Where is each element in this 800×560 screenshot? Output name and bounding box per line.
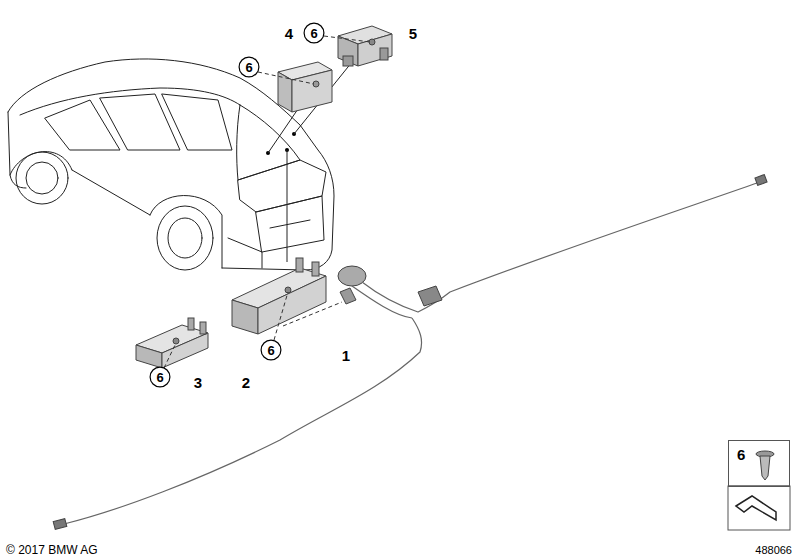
cable-clip	[418, 286, 442, 306]
module-2	[232, 258, 326, 334]
car-outline	[8, 112, 26, 188]
car-taillight	[238, 160, 326, 212]
key-box	[728, 486, 790, 530]
rear-wheel	[157, 206, 213, 270]
callout-number: 6	[737, 447, 745, 462]
footer-text: 488066	[755, 545, 792, 556]
callout-number: 6	[156, 371, 163, 384]
module-4	[278, 62, 332, 112]
leader-line	[287, 150, 288, 262]
callout-number: 6	[245, 61, 252, 74]
car-outline	[8, 59, 334, 270]
callout-circle: 6	[303, 22, 325, 44]
cable	[64, 182, 760, 524]
callout-number: 5	[409, 26, 417, 41]
screw-icon	[756, 451, 774, 480]
car-bumper	[228, 238, 262, 268]
cable-connector	[755, 175, 767, 186]
car-tailgate	[256, 196, 324, 252]
car-window	[45, 100, 120, 150]
footer-text: © 2017 BMW AG	[6, 544, 98, 556]
callout-circle: 6	[149, 366, 171, 388]
callout-circle: 6	[238, 56, 260, 78]
car-rear-window	[237, 105, 300, 180]
cable-connector	[53, 519, 67, 530]
car-window	[162, 94, 232, 150]
front-wheel	[16, 152, 68, 204]
callout-number: 6	[267, 344, 274, 357]
rear-wheel	[168, 218, 202, 258]
callout-number: 1	[342, 348, 350, 363]
car-tailgate	[270, 220, 310, 228]
module-5	[338, 26, 392, 66]
leader-line	[268, 106, 300, 153]
car-window	[20, 88, 240, 115]
arrow-icon	[736, 496, 776, 520]
antenna-1	[338, 266, 366, 304]
screw-leader	[164, 36, 370, 368]
callout-circle: 6	[260, 339, 282, 361]
front-wheel	[26, 162, 58, 194]
callout-number: 2	[242, 375, 250, 390]
car-outline	[72, 170, 150, 215]
wheel-arch	[10, 151, 72, 175]
module-3	[136, 318, 208, 368]
callout-number: 6	[310, 27, 317, 40]
key-box: 6	[728, 440, 790, 487]
callout-number: 4	[285, 26, 293, 41]
car-window	[100, 94, 180, 150]
callout-number: 3	[194, 375, 202, 390]
